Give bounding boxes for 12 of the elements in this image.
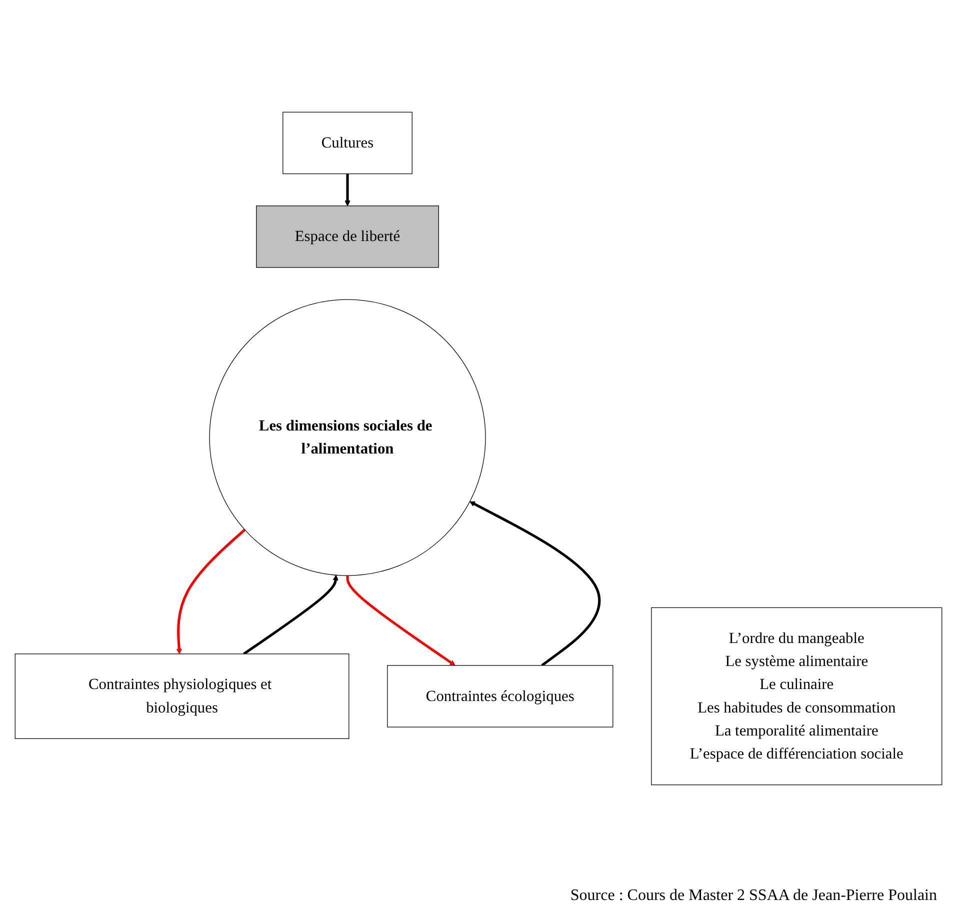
arrow — [470, 501, 601, 666]
arrow — [344, 174, 350, 206]
source-caption: Source : Cours de Master 2 SSAA de Jean-Pierre Poulain — [570, 887, 937, 905]
node-box: Cultures — [282, 112, 412, 174]
node-box: Contraintes écologiques — [387, 665, 614, 728]
node-box: Contraintes physiologiques et biologiques — [14, 654, 350, 739]
arrow — [176, 528, 246, 654]
node-circle: Les dimensions sociales de l’alimentation — [209, 299, 486, 576]
arrow — [346, 576, 456, 666]
node-box: L’ordre du mangeable Le système alimentaire Le culinaire Les habitudes de consommation La temporalité alimentaire L’espace de différenciation sociale — [651, 607, 942, 786]
node-box: Espace de liberté — [256, 206, 439, 268]
arrow — [243, 574, 338, 655]
